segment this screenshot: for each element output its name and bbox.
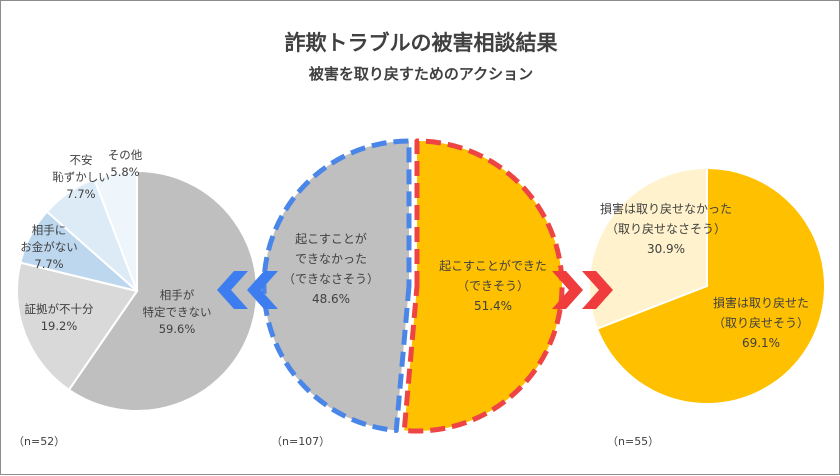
- left-n-label: （n=52）: [13, 435, 65, 448]
- left-label-other: その他 5.8%: [108, 148, 143, 179]
- left-label-insufficient-evidence: 証拠が不十分 19.2%: [25, 302, 94, 333]
- middle-label-succeeded-line: 起こすことができた: [439, 258, 547, 273]
- right-label-not-recovered: 損害は取り戻せなかった （取り戻せなさそう） 30.9%: [600, 201, 732, 256]
- arrow-right-chevron-outer: [582, 271, 613, 309]
- middle-label-succeeded-line: （できそう）: [457, 279, 529, 293]
- middle-n-label: （n=107）: [271, 435, 330, 448]
- arrow-right-chevron-inner: [552, 271, 583, 309]
- left-label-other-value: 5.8%: [110, 165, 139, 179]
- left-label-anxiety: 不安恥ずかしい 7.7%: [52, 153, 110, 201]
- right-label-recovered-line: （取り戻せそう）: [713, 316, 809, 330]
- right-label-recovered: 損害は取り戻せた （取り戻せそう） 69.1%: [713, 295, 809, 350]
- left-label-no-money-value: 7.7%: [34, 257, 63, 271]
- middle-label-succeeded-value: 51.4%: [474, 299, 512, 313]
- left-label-anxiety-line: 不安: [70, 153, 93, 167]
- arrow-left-chevron-inner: [247, 271, 278, 309]
- left-label-unidentified: 相手が特定できない 59.6%: [143, 288, 212, 336]
- left-label-no-money-line: 相手に: [32, 223, 67, 237]
- chart-subtitle: 被害を取り戻すためのアクション: [308, 65, 534, 83]
- middle-label-failed: 起こすことができなかった （できなさそう） 48.6%: [283, 231, 379, 306]
- right-label-recovered-line: 損害は取り戻せた: [713, 295, 809, 310]
- left-label-anxiety-line: 恥ずかしい: [52, 170, 110, 184]
- left-label-other-line: その他: [108, 148, 143, 162]
- middle-label-failed-line: できなかった: [295, 252, 367, 266]
- left-slice-insufficient-evidence: [16, 261, 139, 392]
- left-label-unidentified-line: 相手が: [160, 288, 195, 302]
- left-label-anxiety-value: 7.7%: [66, 187, 95, 201]
- right-label-recovered-value: 69.1%: [742, 336, 780, 350]
- right-n-label: （n=55）: [607, 435, 659, 448]
- left-label-no-money: 相手にお金がない 7.7%: [20, 223, 78, 271]
- middle-label-failed-value: 48.6%: [312, 292, 350, 306]
- left-slice-unidentified: [67, 169, 259, 412]
- right-slice-recovered: [595, 166, 826, 405]
- middle-label-succeeded: 起こすことができた （できそう） 51.4%: [439, 258, 547, 313]
- left-label-unidentified-line: 特定できない: [143, 305, 212, 319]
- left-label-unidentified-value: 59.6%: [159, 322, 196, 336]
- left-label-no-money-line: お金がない: [20, 240, 78, 254]
- middle-dash-red: [401, 138, 565, 434]
- right-label-not-recovered-line: （取り戻せなさそう）: [606, 222, 726, 236]
- right-label-not-recovered-value: 30.9%: [647, 242, 685, 256]
- middle-slice-succeeded: [404, 141, 562, 432]
- arrow-left-chevron-outer: [217, 271, 248, 309]
- left-label-insufficient-evidence-line: 証拠が不十分: [25, 302, 94, 316]
- right-label-not-recovered-line: 損害は取り戻せなかった: [600, 201, 732, 216]
- middle-label-failed-line: 起こすことが: [295, 231, 367, 246]
- left-label-insufficient-evidence-value: 19.2%: [41, 319, 78, 333]
- middle-label-failed-line: （できなさそう）: [283, 272, 379, 286]
- arrow-group: [217, 271, 613, 309]
- chart-title: 詐欺トラブルの被害相談結果: [284, 31, 558, 55]
- left-pie-chart: [16, 169, 259, 412]
- middle-slice-failed: [263, 141, 409, 431]
- left-slice-other: [92, 169, 138, 292]
